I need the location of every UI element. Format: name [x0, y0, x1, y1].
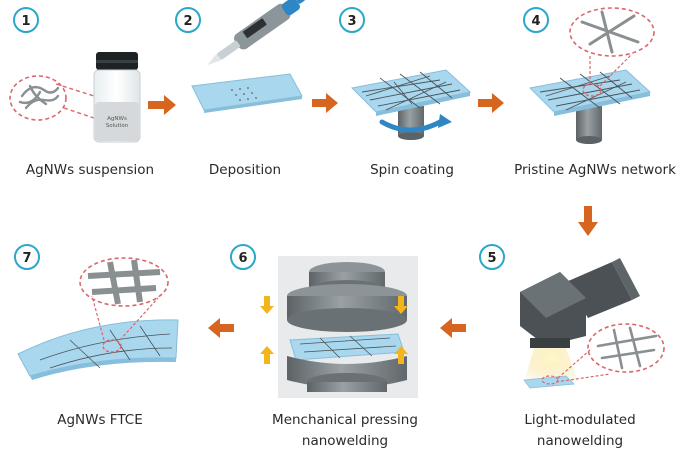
- step6-label-line1: Menchanical pressing: [272, 412, 418, 428]
- step7-illustration: [17, 257, 179, 380]
- svg-text:1: 1: [21, 14, 30, 29]
- arrow-5-to-6: [440, 318, 466, 338]
- step5-label-line1: Light-modulated: [524, 412, 636, 428]
- step2-illustration: [191, 0, 305, 113]
- step1-illustration: AgNWs Solution: [9, 52, 141, 143]
- step5-label-line2: nanowelding: [536, 433, 624, 449]
- press-arrows: [260, 296, 408, 364]
- svg-text:3: 3: [347, 14, 356, 29]
- step4-label: Pristine AgNWs network: [514, 162, 676, 178]
- step5-illustration: [520, 258, 665, 389]
- step-number-4: 4: [523, 7, 549, 33]
- svg-text:6: 6: [238, 251, 247, 266]
- step7-label: AgNWs FTCE: [57, 412, 143, 428]
- light-beam: [524, 348, 578, 382]
- arrow-6-to-7: [208, 318, 234, 338]
- substrate-5: [523, 375, 575, 389]
- network-callout: [569, 7, 655, 57]
- welded-callout: [587, 323, 665, 373]
- step-number-3: 3: [339, 7, 365, 33]
- step-number-6: 6: [230, 244, 256, 270]
- nanowire-callout: [9, 75, 67, 121]
- pipette: [207, 0, 305, 66]
- step2-label: Deposition: [208, 162, 282, 178]
- step-number-1: 1: [13, 7, 39, 33]
- step-number-7: 7: [14, 244, 40, 270]
- rotation-arrow: [379, 119, 443, 133]
- flexible-film: [17, 319, 179, 377]
- arrow-3-to-4: [478, 93, 504, 113]
- step6-label-line2: nanowelding: [301, 433, 389, 449]
- svg-text:2: 2: [183, 14, 192, 29]
- svg-text:4: 4: [531, 14, 540, 29]
- step1-label: AgNWs suspension: [25, 162, 155, 178]
- vial-liquid: [95, 102, 139, 141]
- step3-illustration: [350, 69, 472, 140]
- arrow-1-to-2: [148, 95, 176, 115]
- step-number-5: 5: [479, 244, 505, 270]
- ftce-callout: [79, 257, 169, 307]
- step-number-2: 2: [175, 7, 201, 33]
- arrow-4-to-5: [578, 206, 598, 236]
- svg-text:AgNWs: AgNWs: [107, 116, 127, 122]
- step3-label: Spin coating: [370, 162, 454, 178]
- svg-text:5: 5: [487, 251, 496, 266]
- step6-illustration: [260, 256, 418, 398]
- step4-illustration: [528, 7, 655, 144]
- svg-text:7: 7: [22, 251, 31, 266]
- arrow-2-to-3: [312, 93, 338, 113]
- svg-text:Solution: Solution: [106, 123, 129, 129]
